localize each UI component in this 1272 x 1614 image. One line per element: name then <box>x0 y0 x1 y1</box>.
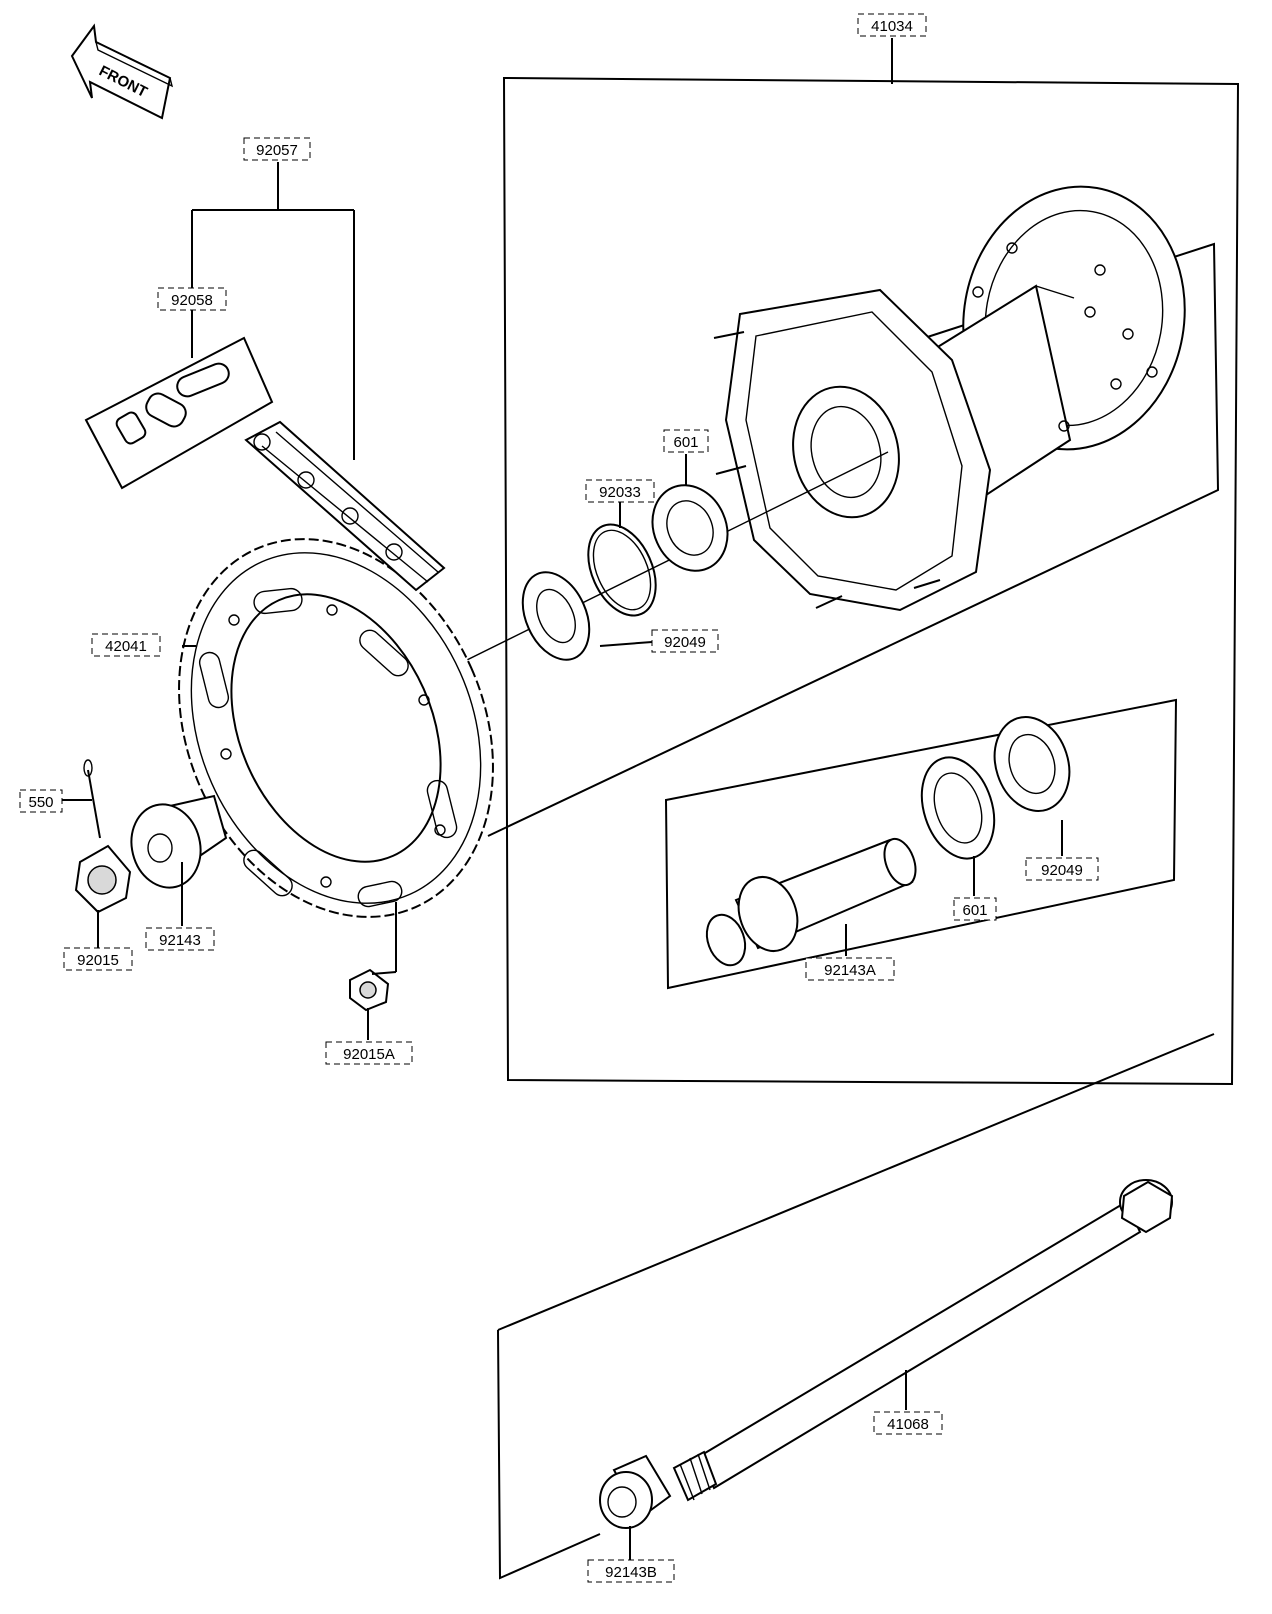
svg-text:92033: 92033 <box>599 484 641 501</box>
label-92049-upper: 92049 <box>651 629 719 653</box>
svg-text:41068: 41068 <box>887 1416 929 1433</box>
leader-lines <box>62 38 1063 1560</box>
bearing-601-upper <box>651 484 729 572</box>
svg-text:92049: 92049 <box>1041 862 1083 879</box>
svg-text:42041: 42041 <box>105 638 147 655</box>
svg-text:41034: 41034 <box>871 18 913 35</box>
spacer-92143A <box>705 837 917 967</box>
svg-text:92143A: 92143A <box>824 962 876 979</box>
svg-text:601: 601 <box>673 434 698 451</box>
label-92049-lower: 92049 <box>1025 857 1099 881</box>
label-42041: 42041 <box>91 633 161 657</box>
rear-axle-41068 <box>672 1179 1174 1502</box>
collar-92143 <box>130 794 228 889</box>
svg-text:92049: 92049 <box>664 634 706 651</box>
label-41068: 41068 <box>873 1411 943 1435</box>
svg-text:92057: 92057 <box>256 142 298 159</box>
cotter-pin-550 <box>83 759 101 839</box>
label-92033: 92033 <box>585 479 655 503</box>
oil-seal-92049-lower <box>993 716 1071 812</box>
hub-assembly-box <box>502 76 1240 1086</box>
svg-text:92143B: 92143B <box>605 1564 657 1581</box>
svg-text:92015A: 92015A <box>343 1046 395 1063</box>
oil-seal-92049-upper <box>521 571 591 661</box>
rear-sprocket-42041 <box>178 538 494 918</box>
label-92058: 92058 <box>157 287 227 311</box>
label-550: 550 <box>19 789 63 813</box>
collar-92143B <box>599 1454 672 1529</box>
label-92143B: 92143B <box>587 1559 675 1583</box>
svg-text:601: 601 <box>962 902 987 919</box>
rear-hub <box>713 185 1186 612</box>
drive-chain-92057 <box>244 420 446 592</box>
label-601-lower: 601 <box>953 897 997 921</box>
castle-nut-92015 <box>74 844 132 914</box>
axle-parallelogram <box>497 1033 1215 1580</box>
svg-text:550: 550 <box>28 794 53 811</box>
label-92015A: 92015A <box>325 1041 413 1065</box>
label-92015: 92015 <box>63 947 133 971</box>
label-92143A: 92143A <box>805 957 895 981</box>
nut-92015A <box>349 968 390 1012</box>
svg-text:92058: 92058 <box>171 292 213 309</box>
master-link-92058 <box>84 336 274 490</box>
label-41034: 41034 <box>857 13 927 37</box>
label-601-upper: 601 <box>663 429 709 453</box>
label-92057: 92057 <box>243 137 311 161</box>
svg-text:92015: 92015 <box>77 952 119 969</box>
bearing-601-lower <box>920 756 996 860</box>
svg-text:92143: 92143 <box>159 932 201 949</box>
front-arrow-icon: FRONT <box>70 23 174 120</box>
circlip-92033 <box>587 523 657 617</box>
label-92143: 92143 <box>145 927 215 951</box>
